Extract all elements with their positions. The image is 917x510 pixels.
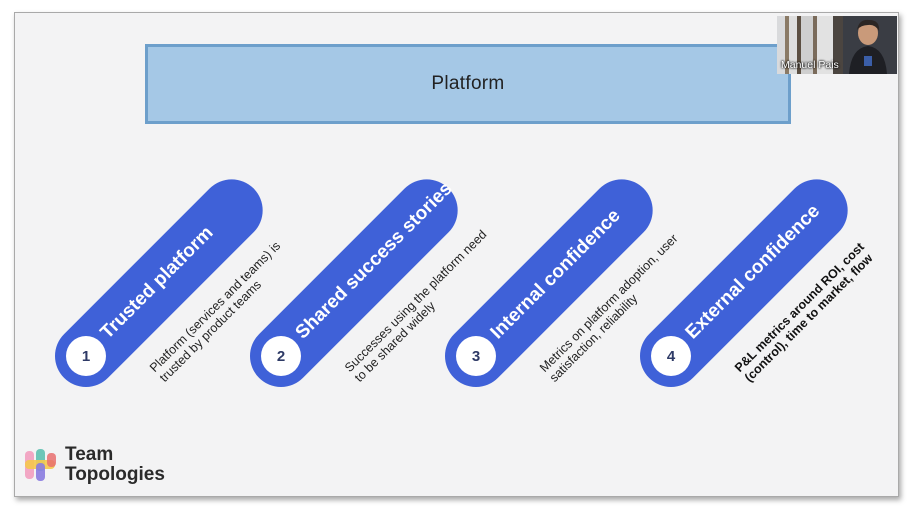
step-4-number-badge: 4 — [651, 336, 691, 376]
logo-text: Team Topologies — [65, 445, 165, 485]
team-topologies-logo-icon — [23, 447, 59, 483]
step-4-number: 4 — [666, 347, 676, 365]
step-1-number-badge: 1 — [66, 336, 106, 376]
bookshelf-background — [777, 16, 843, 74]
step-1-number: 1 — [81, 347, 91, 365]
participant-video-tile[interactable]: Manuel Pais — [777, 16, 897, 74]
step-2-title: Shared success stories — [291, 178, 457, 344]
slide-frame: Platform 1 Trusted platform Platform (se… — [14, 12, 899, 497]
step-3-number: 3 — [471, 347, 481, 365]
participant-avatar — [849, 19, 887, 74]
team-topologies-logo: Team Topologies — [23, 445, 165, 485]
step-2-number: 2 — [276, 347, 286, 365]
step-3-number-badge: 3 — [456, 336, 496, 376]
step-2-number-badge: 2 — [261, 336, 301, 376]
logo-line-1: Team — [65, 444, 114, 465]
participant-name: Manuel Pais — [781, 59, 839, 71]
platform-label: Platform — [431, 73, 505, 94]
logo-line-2: Topologies — [65, 464, 165, 485]
platform-box: Platform — [145, 44, 791, 124]
